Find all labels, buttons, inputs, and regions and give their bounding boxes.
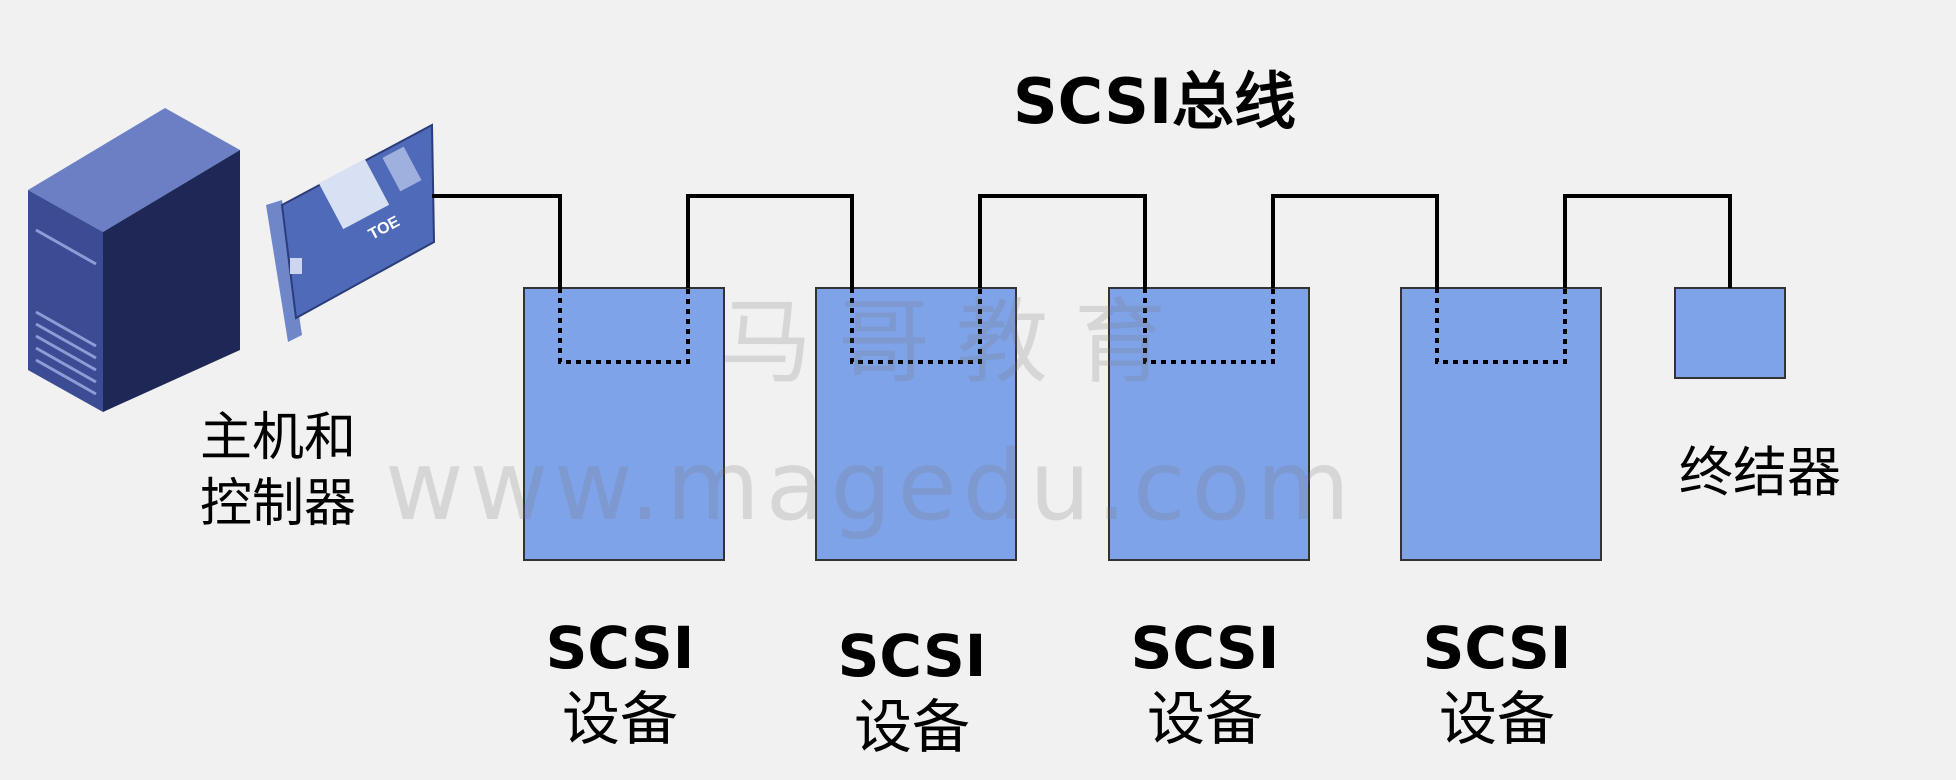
device-label-4-line1: SCSI xyxy=(1422,614,1572,682)
device-label-2-line1: SCSI xyxy=(837,622,987,690)
server-icon xyxy=(28,108,240,412)
device-label-2: SCSI 设备 xyxy=(792,622,1032,764)
device-label-4-line2: 设备 xyxy=(1438,685,1555,753)
server-top xyxy=(28,108,240,232)
device-label-1-line1: SCSI xyxy=(545,614,695,682)
scsi-bus-line xyxy=(432,194,1732,288)
device-label-1-line2: 设备 xyxy=(561,685,678,753)
server-front xyxy=(28,190,103,412)
device-label-3-line2: 设备 xyxy=(1146,685,1263,753)
terminator-label: 终结器 xyxy=(1679,441,1841,504)
host-label-line1: 主机和 xyxy=(200,408,357,468)
host-controller-label: 主机和 控制器 xyxy=(200,405,410,537)
scsi-device-3 xyxy=(1108,287,1310,561)
toe-card-icon: TOE xyxy=(266,123,436,342)
scsi-device-1 xyxy=(523,287,725,561)
device-label-2-line2: 设备 xyxy=(853,693,970,761)
host-label-line2: 控制器 xyxy=(200,474,357,534)
server-vents xyxy=(35,310,97,396)
terminator-box xyxy=(1674,287,1786,379)
card-chip xyxy=(318,158,390,230)
scsi-bus-title: SCSI总线 xyxy=(1013,65,1297,138)
device-label-3: SCSI 设备 xyxy=(1085,614,1325,756)
device-label-4: SCSI 设备 xyxy=(1377,614,1617,756)
scsi-device-2 xyxy=(815,287,1017,561)
device-label-3-line1: SCSI xyxy=(1130,614,1280,682)
card-bracket xyxy=(266,200,302,342)
card-board xyxy=(280,123,436,320)
server-side xyxy=(103,150,240,412)
scsi-device-4 xyxy=(1400,287,1602,561)
device-label-1: SCSI 设备 xyxy=(500,614,740,756)
